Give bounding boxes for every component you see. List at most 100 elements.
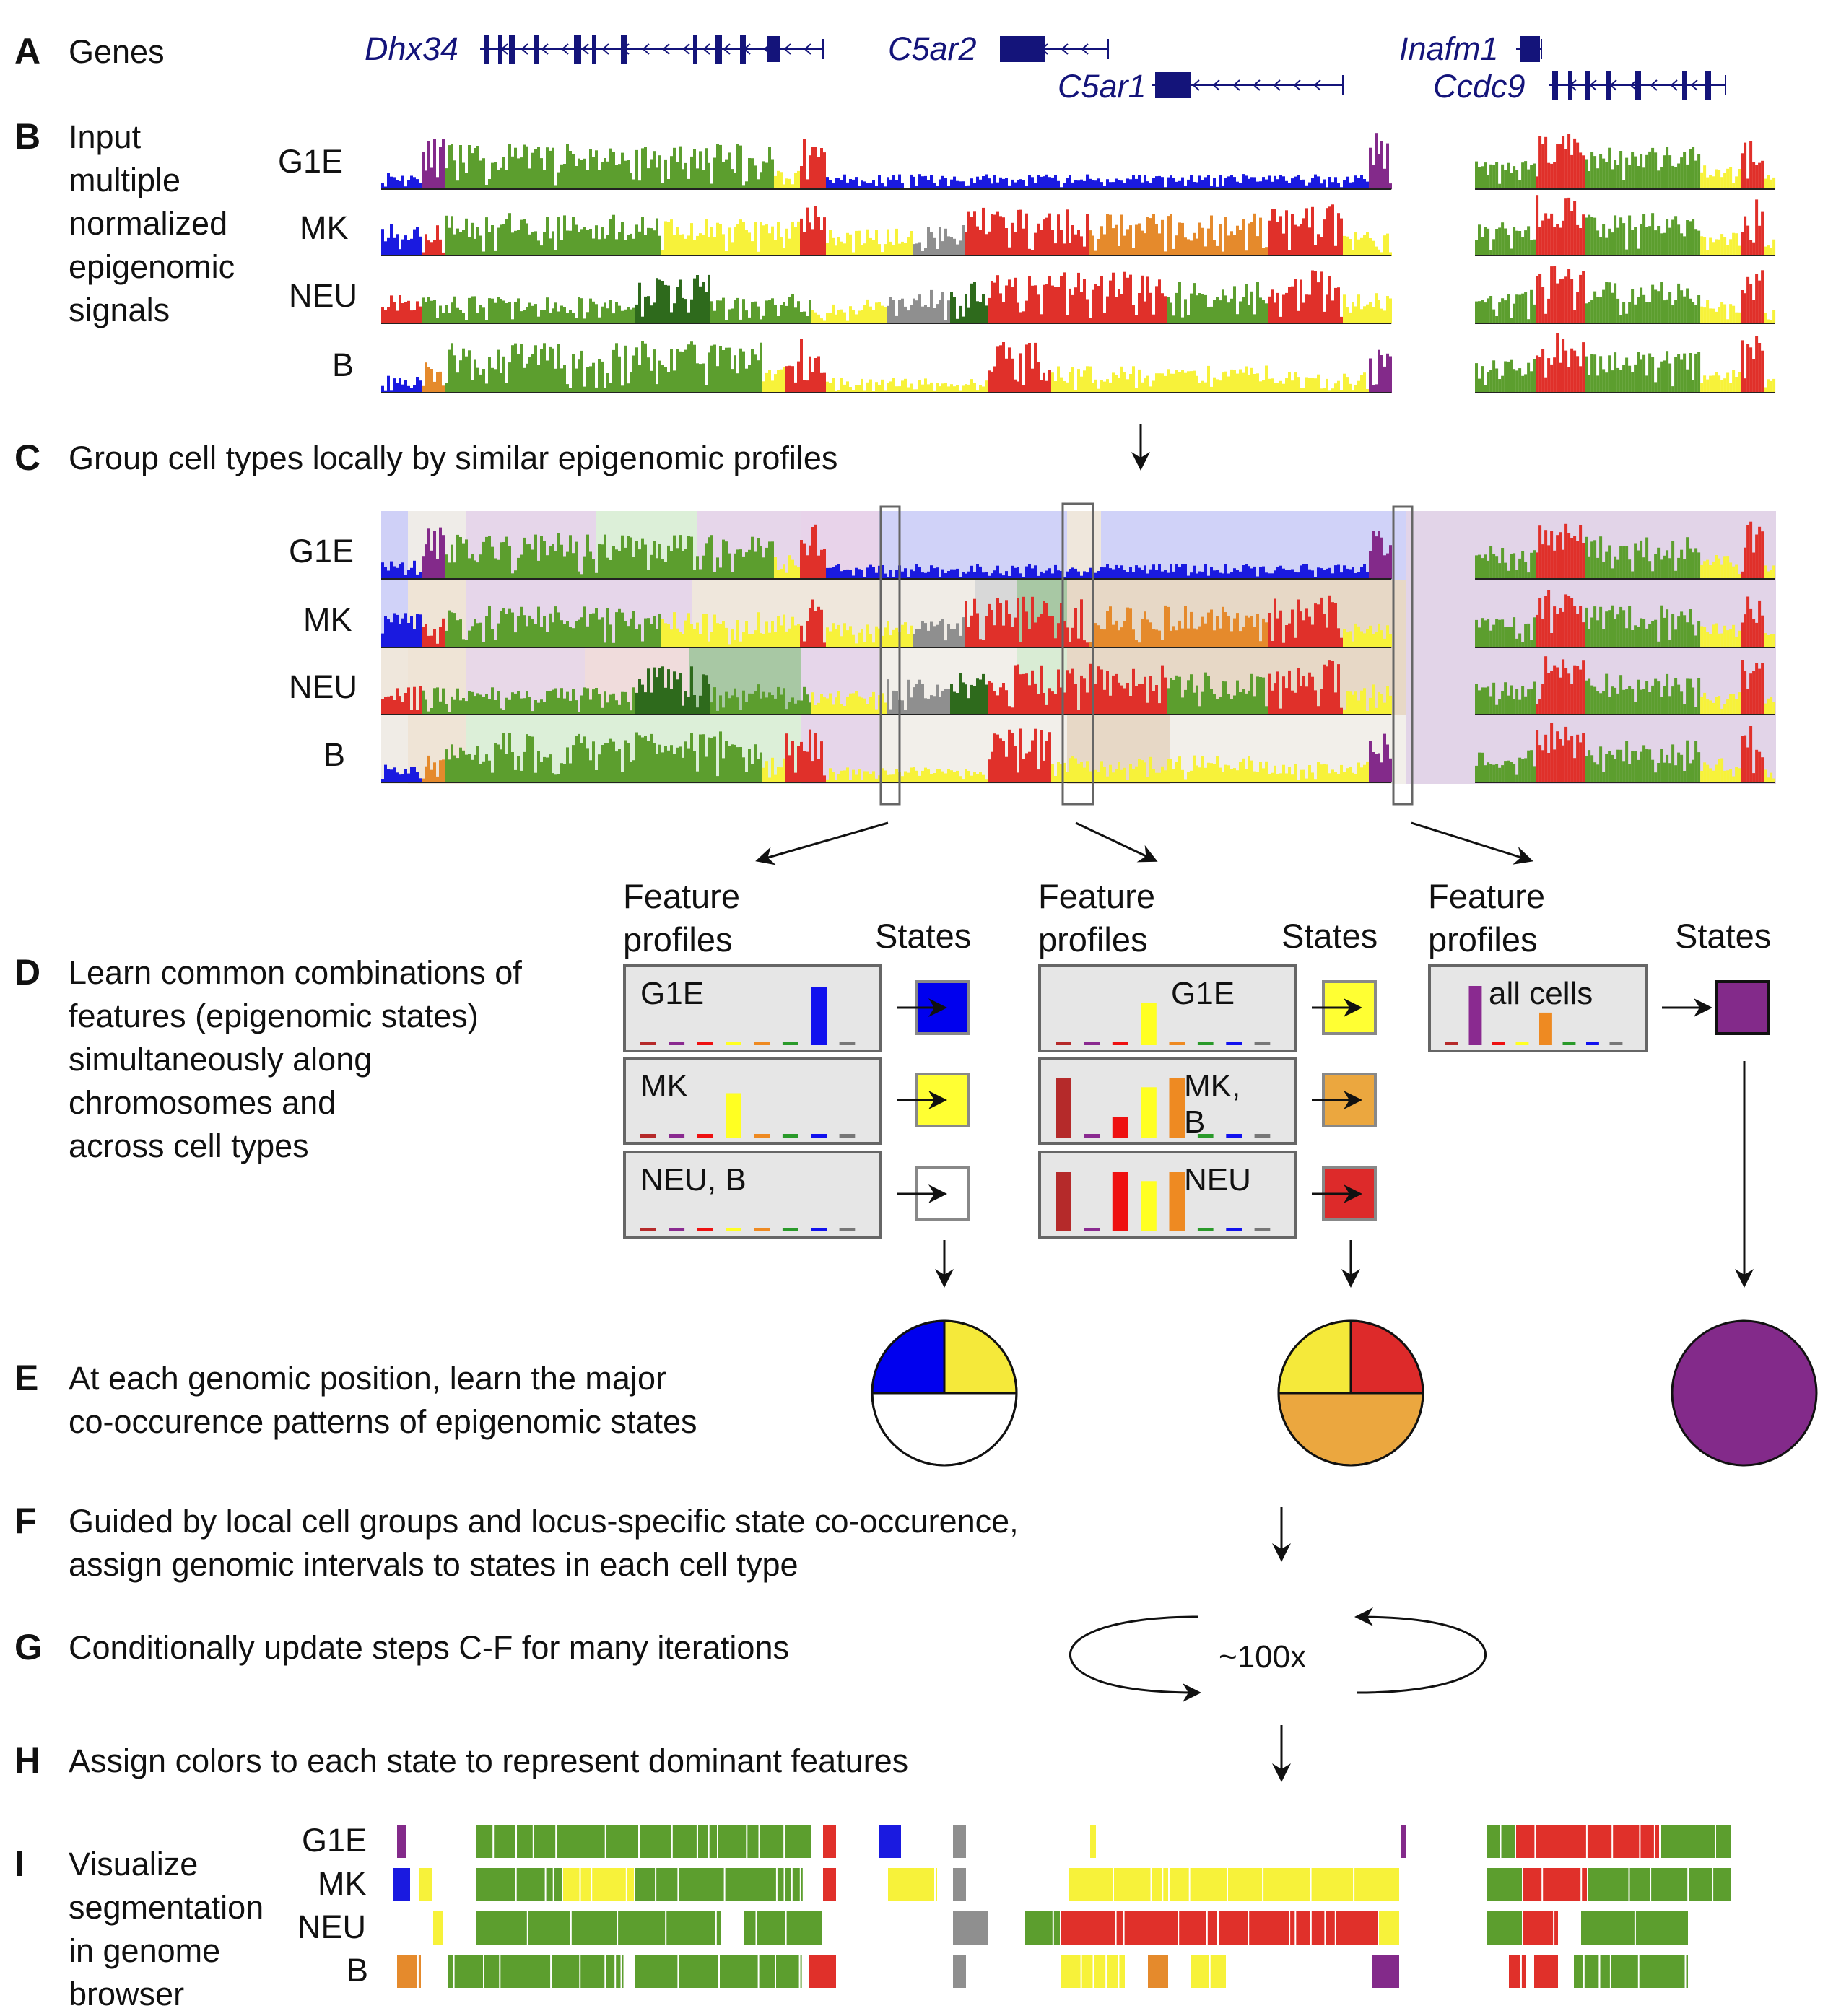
signal-bar (803, 139, 806, 189)
signal-bar (419, 236, 422, 256)
signal-bar (1320, 388, 1323, 393)
profile-2-3 (1038, 1151, 1297, 1239)
signal-bar (416, 227, 419, 256)
signal-bar (1726, 168, 1730, 189)
signal-bar (609, 383, 612, 393)
signal-bar (1115, 769, 1118, 782)
signal-bar (1389, 252, 1392, 256)
signal-bar (907, 577, 910, 579)
signal-bar (1732, 232, 1736, 256)
signal-bar (1311, 206, 1314, 256)
signal-bar (927, 227, 930, 256)
signal-bar (1495, 556, 1499, 579)
signal-bar (1236, 570, 1239, 579)
signal-bar (1193, 755, 1196, 782)
signal-bar (739, 145, 742, 189)
signal-bar (725, 320, 728, 323)
signal-bar (439, 701, 442, 715)
signal-bar (1181, 370, 1184, 393)
signal-bar (1069, 175, 1071, 189)
signal-bar (531, 619, 534, 647)
signal-bar (1550, 723, 1554, 782)
signal-bar (915, 300, 918, 323)
signal-bar (1726, 372, 1730, 393)
signal-bar (887, 774, 889, 782)
signal-bar (852, 252, 855, 256)
signal-bar (459, 360, 462, 393)
signal-bar (615, 302, 618, 323)
signal-bar (907, 772, 910, 782)
signal-bar (1175, 762, 1178, 782)
signal-bar (1259, 297, 1262, 323)
signal-bar (384, 310, 387, 323)
signal-bar (1294, 224, 1297, 256)
signal-bar (1715, 555, 1718, 579)
signal-bar (1331, 769, 1334, 782)
signal-bar (748, 158, 751, 189)
signal-bar (1008, 185, 1011, 189)
signal-bar (687, 312, 690, 323)
signal-bar (1311, 676, 1314, 715)
signal-bar (1274, 765, 1276, 782)
signal-bar (465, 320, 468, 323)
signal-bar (1637, 679, 1640, 715)
signal-bar (765, 300, 768, 323)
signal-bar (1149, 676, 1152, 715)
signal-bar (1190, 611, 1193, 647)
signal-bar (1219, 224, 1222, 256)
signal-bar (1616, 614, 1620, 647)
signal-bar (973, 598, 976, 647)
signal-bar (1567, 367, 1571, 393)
signal-bar (1034, 622, 1037, 647)
signal-bar (892, 774, 895, 782)
signal-bar (1590, 755, 1594, 782)
signal-bar (1657, 291, 1661, 323)
signal-bar (1533, 163, 1536, 189)
signal-bar (690, 624, 693, 647)
iteration-loop (1069, 1607, 1487, 1702)
signal-bar (1170, 759, 1172, 782)
signal-bar (725, 541, 728, 579)
signal-bar (710, 702, 713, 715)
signal-bar (615, 549, 618, 579)
signal-bar (965, 573, 967, 579)
signal-bar (895, 627, 898, 647)
feature-bar (839, 1134, 856, 1138)
signal-bar (430, 708, 433, 715)
signal-bar (1498, 183, 1502, 189)
signal-bar (557, 612, 560, 647)
signal-bar (523, 219, 526, 256)
signal-bar (1216, 616, 1219, 647)
signal-bar (1109, 606, 1112, 647)
signal-bar (511, 692, 514, 715)
signal-bar (1697, 154, 1701, 189)
segment (546, 1868, 553, 1901)
segment (1081, 1955, 1093, 1988)
signal-bar (1161, 640, 1164, 647)
signal-bar (970, 178, 973, 189)
signal-bar (1726, 770, 1730, 782)
signal-bar (1504, 627, 1507, 647)
signal-bar (976, 678, 979, 715)
signal-bar (1689, 298, 1692, 323)
segmentation-b (397, 1955, 1688, 1988)
signal-bar (1372, 752, 1375, 782)
signal-bar (1593, 686, 1597, 715)
signal-bar (1645, 154, 1649, 189)
signal-bar (531, 232, 534, 256)
signal-bar (476, 146, 479, 189)
signal-bar (632, 760, 635, 782)
signal-bar (393, 700, 396, 715)
signal-bar (901, 571, 904, 579)
signal-bar (803, 751, 806, 782)
signal-bar (1317, 234, 1320, 256)
signal-bar (1066, 382, 1069, 393)
signal-bar (918, 380, 921, 393)
signal-bar (468, 237, 471, 256)
signal-bar (1723, 378, 1727, 393)
signal-bar (1614, 160, 1617, 189)
signal-bar (965, 684, 967, 715)
signal-bar (546, 147, 549, 189)
signal-bar (580, 617, 583, 647)
signal-bar (563, 624, 566, 647)
